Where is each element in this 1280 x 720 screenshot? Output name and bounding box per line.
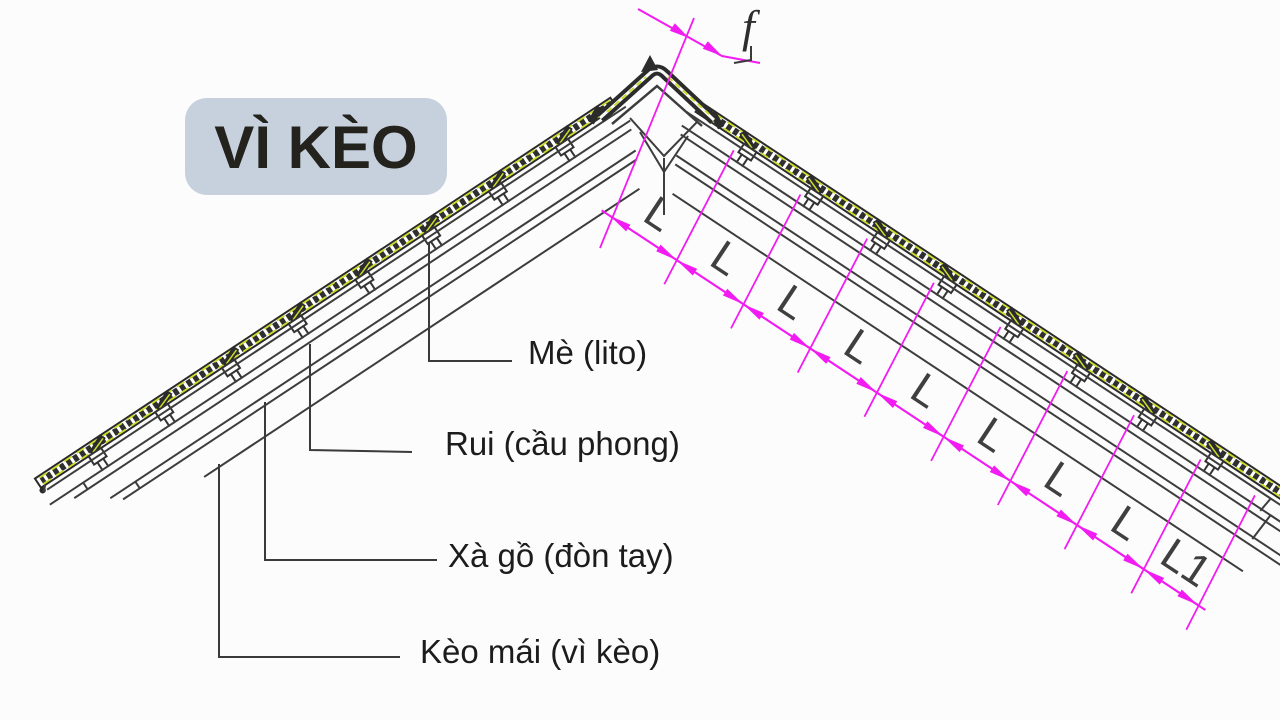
- dimension-label: L: [1036, 452, 1083, 506]
- right-roof-slope: [672, 101, 1280, 573]
- callout-leader: [309, 344, 413, 453]
- left-roof-slope: [33, 96, 640, 506]
- title-badge-bg: [185, 98, 447, 195]
- purlin-line: [674, 163, 1280, 570]
- dimension-segment: [742, 303, 811, 350]
- page-title: VÌ KÈO: [214, 114, 417, 181]
- dimension-segment: [609, 215, 678, 261]
- extension-line: [1130, 458, 1202, 594]
- eave-end-tick: [134, 481, 141, 489]
- tile-nose: [587, 105, 603, 125]
- rafter-line: [685, 110, 1280, 535]
- extension-line: [1063, 414, 1135, 550]
- rafter-line: [681, 124, 1280, 549]
- dimension-label: L: [769, 275, 816, 329]
- dimension-label: L: [635, 187, 682, 241]
- ridge-under-chevron: [611, 84, 703, 127]
- title-badge: VÌ KÈO: [185, 98, 447, 195]
- callout-xa-go-don-tay: Xà gồ (đòn tay): [264, 402, 674, 574]
- dimension-segment: [1143, 568, 1199, 606]
- callout-leader: [218, 464, 400, 658]
- tile-highlight-top-right: [701, 104, 1280, 525]
- tile-highlight-bottom-left: [42, 105, 615, 485]
- rafter-line: [46, 105, 627, 491]
- dimension-segment: [876, 391, 945, 438]
- f-label: f: [742, 1, 761, 52]
- purlin-line: [122, 158, 638, 501]
- dimension-label: L1: [1152, 529, 1220, 597]
- dimension-label: L: [835, 320, 882, 374]
- rafter-line: [49, 119, 631, 506]
- dimension-label: L: [1102, 496, 1149, 550]
- f-arrowhead: [702, 41, 722, 56]
- callout-me-lito: Mè (lito): [428, 243, 647, 371]
- ridge-cap-horn: [641, 55, 658, 72]
- callout-label: Kèo mái (vì kèo): [420, 633, 660, 670]
- callout-rui-cau-phong: Rui (cầu phong): [309, 344, 680, 462]
- dimension-label: L: [969, 408, 1016, 462]
- dimension-segment: [942, 435, 1011, 482]
- dimension-segment: [676, 259, 744, 306]
- eave-end-tick: [1251, 514, 1272, 540]
- apex-chevron: [629, 117, 698, 158]
- ridge-cap-highlight-left: [606, 76, 647, 113]
- dimension-chain: L L L L L L L L L1: [601, 149, 1256, 631]
- truss-line: [672, 192, 1244, 573]
- extension-line: [997, 370, 1069, 506]
- dimension-segment: [1009, 480, 1078, 526]
- eave-end-tick: [1259, 497, 1272, 512]
- purlin-line: [675, 154, 1280, 566]
- truss-line: [203, 187, 640, 478]
- f-leader: [733, 46, 752, 64]
- extension-line: [863, 282, 935, 418]
- eave-drip-tick: [42, 484, 47, 493]
- callout-leader: [428, 243, 512, 362]
- callout-label: Mè (lito): [528, 334, 647, 371]
- f-arrowhead: [669, 23, 689, 38]
- callout-label: Xà gồ (đòn tay): [448, 537, 674, 574]
- dimension-segment: [809, 347, 878, 394]
- ridge-extension-line: [599, 17, 695, 249]
- purlin-line: [109, 149, 637, 500]
- dimension-segment: [1076, 524, 1145, 570]
- callout-leader: [264, 402, 437, 561]
- tile-hatch-left: [39, 100, 614, 484]
- extension-line: [796, 238, 868, 373]
- extension-line: [730, 194, 802, 329]
- dimension-label: L: [902, 364, 949, 418]
- rafter-line: [680, 133, 1280, 557]
- rafter-line: [73, 128, 632, 499]
- eave-end-tick: [82, 482, 89, 490]
- callout-label: Rui (cầu phong): [445, 425, 680, 462]
- extension-line: [1185, 494, 1256, 631]
- extension-line: [930, 326, 1002, 462]
- ridge-cap: [596, 55, 718, 215]
- dimension-label: L: [702, 231, 749, 285]
- extension-line: [663, 149, 735, 285]
- callout-keo-mai-vi-keo: Kèo mái (vì kèo): [218, 464, 660, 670]
